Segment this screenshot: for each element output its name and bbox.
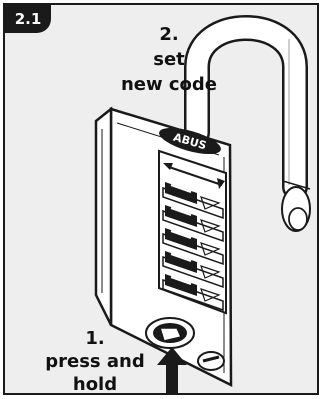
combination-dials-icon bbox=[159, 151, 226, 313]
step-number: 2. bbox=[109, 22, 229, 47]
step-press-hold: 1. press and hold bbox=[35, 327, 155, 395]
illustration-panel: ABUS bbox=[3, 3, 319, 395]
step-number: 1. bbox=[35, 327, 155, 350]
step-text-line1: set bbox=[109, 47, 229, 72]
step-badge: 2.1 bbox=[5, 5, 51, 33]
step-text-line2: new code bbox=[109, 72, 229, 97]
step-text-line2: hold bbox=[35, 373, 155, 395]
step-text-line1: press and bbox=[35, 350, 155, 373]
step-set-code: 2. set new code bbox=[109, 22, 229, 97]
